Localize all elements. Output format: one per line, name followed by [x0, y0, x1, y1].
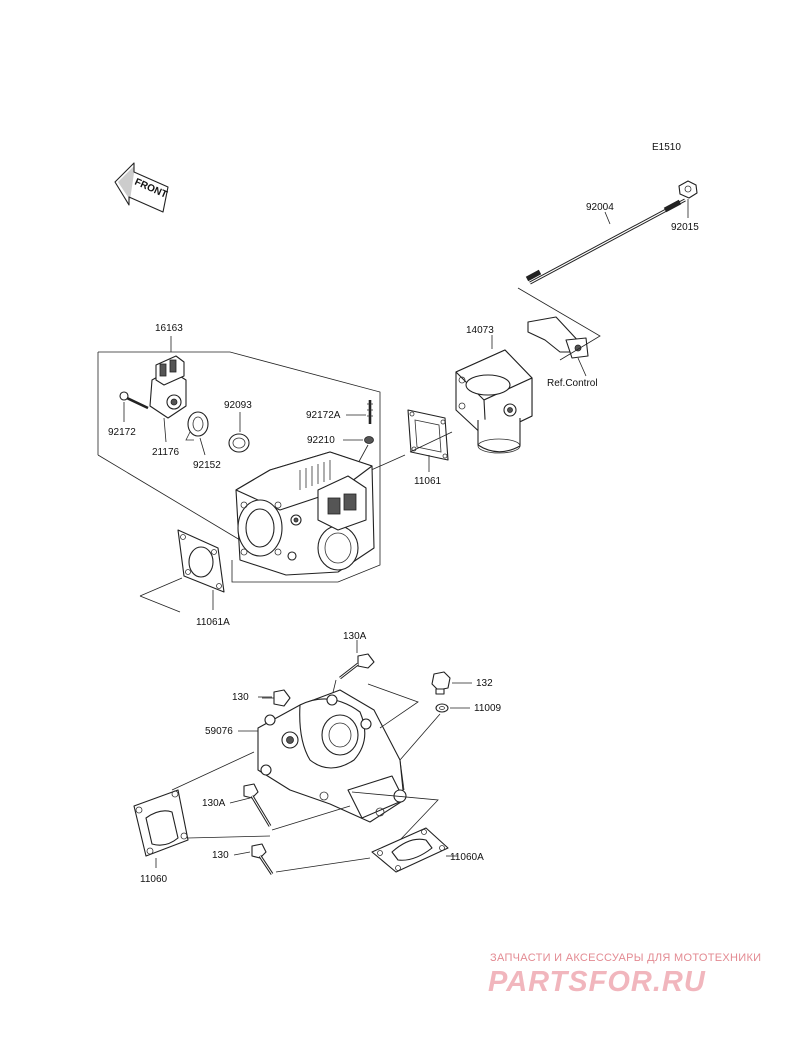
- label-11009: 11009: [474, 703, 502, 714]
- label-132: 132: [476, 678, 493, 689]
- label-92172: 92172: [108, 427, 136, 438]
- label-11060A: 11060A: [450, 852, 484, 863]
- assembly-line-manifold-bottom: [351, 791, 439, 841]
- front-arrow-icon: FRONT: [114, 162, 169, 213]
- assembly-line-11060-b: [187, 835, 271, 839]
- leader-21176: [163, 417, 167, 443]
- assembly-line-11009: [399, 713, 441, 791]
- assembly-line-130-bottom: [275, 857, 371, 873]
- gasket-11060: [133, 789, 189, 857]
- leader-bracket: [517, 287, 601, 361]
- throttle-body: [235, 451, 375, 576]
- leader-92004: [604, 211, 611, 225]
- duct-14073: [455, 349, 533, 454]
- assembly-line-130A-bottom: [271, 805, 351, 831]
- assembly-line-11060-a: [171, 751, 255, 791]
- label-11061: 11061: [414, 476, 442, 487]
- watermark-logo: PARTSFOR.RU: [488, 966, 706, 998]
- label-130-bottom: 130: [212, 850, 229, 861]
- label-59076: 59076: [205, 726, 233, 737]
- bolt-130-top: [262, 689, 291, 707]
- label-21176: 21176: [152, 447, 180, 458]
- intake-manifold: [257, 689, 407, 823]
- gasket-11061: [407, 409, 449, 461]
- washer-11009: [435, 703, 449, 713]
- diagram-code: E1510: [652, 142, 681, 153]
- washer-92210: [364, 436, 374, 444]
- label-92015: 92015: [671, 222, 699, 233]
- rod-92004: [525, 198, 686, 285]
- assembly-line-11061: [409, 431, 453, 453]
- label-92172A: 92172A: [306, 410, 341, 421]
- sensor-21176: [149, 355, 187, 419]
- label-92004: 92004: [586, 202, 614, 213]
- group-frame-16163: [98, 351, 381, 583]
- assembly-line-11061A-a: [139, 577, 183, 597]
- bolt-130A-top: [339, 653, 375, 680]
- screw-92172: [119, 391, 149, 410]
- leader-130A-bottom: [229, 797, 251, 804]
- assembly-line-11061A-b: [139, 595, 181, 613]
- gasket-11061A: [177, 529, 225, 593]
- label-92093: 92093: [224, 400, 252, 411]
- bolt-130A-bottom: [243, 783, 272, 827]
- oring-92093: [228, 433, 250, 453]
- watermark-tagline: ЗАПЧАСТИ И АКСЕССУАРЫ ДЛЯ МОТОТЕХНИКИ: [490, 952, 762, 964]
- assembly-line-manifold-top: [367, 683, 419, 729]
- group-frame-bottom: [97, 454, 241, 541]
- label-130-top: 130: [232, 692, 249, 703]
- control-bracket: [527, 316, 589, 359]
- leader-ref-control: [577, 357, 587, 377]
- screw-92172A: [367, 400, 373, 424]
- nut-92015: [678, 180, 698, 199]
- bolt-132: [431, 671, 451, 695]
- leader-130-bottom: [233, 851, 251, 856]
- gasket-11060A: [371, 827, 449, 873]
- label-130A-bottom: 130A: [202, 798, 226, 809]
- label-92152: 92152: [193, 460, 221, 471]
- label-16163: 16163: [155, 323, 183, 334]
- label-11060: 11060: [140, 874, 168, 885]
- label-130A-top: 130A: [343, 631, 367, 642]
- bolt-130-bottom: [251, 843, 274, 875]
- ring-92152: [185, 411, 209, 441]
- label-14073: 14073: [466, 325, 494, 336]
- label-92210: 92210: [307, 435, 335, 446]
- leader-92152: [199, 437, 206, 456]
- label-ref-control: Ref.Control: [547, 378, 598, 389]
- label-11061A: 11061A: [196, 617, 230, 628]
